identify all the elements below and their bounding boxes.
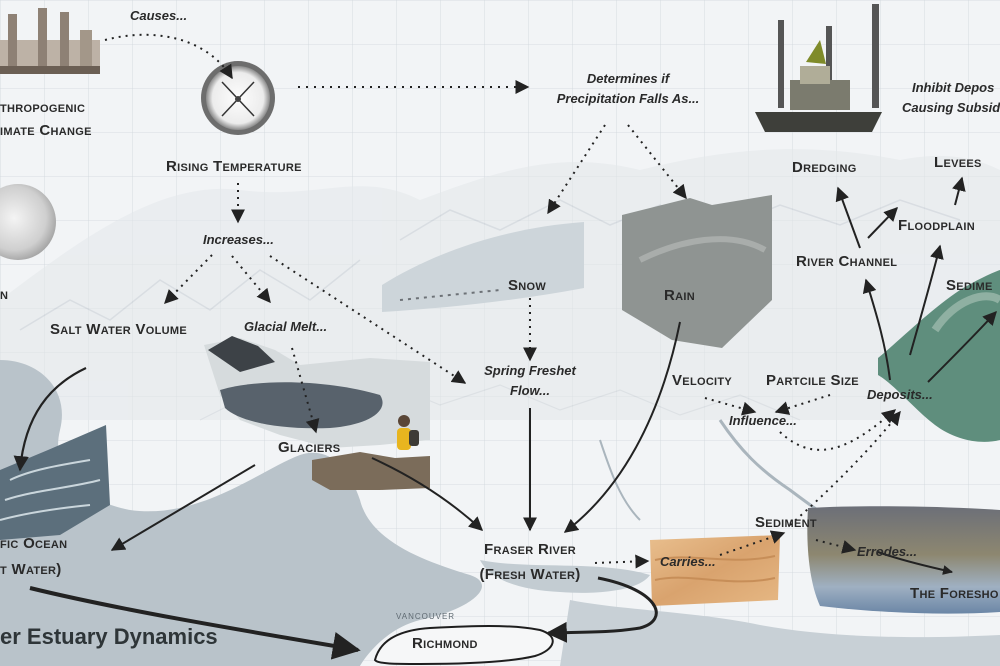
label-velocity: Velocity xyxy=(672,372,733,389)
label-glaciers: Glaciers xyxy=(278,439,341,456)
label-sediment-top: Sedime xyxy=(946,277,993,294)
connector-arrows xyxy=(13,33,997,660)
label-fraser-river-2: (Fresh Water) xyxy=(479,566,581,583)
rain-photo xyxy=(622,195,772,348)
label-richmond: Richmond xyxy=(412,635,478,652)
label-causes: Causes... xyxy=(130,8,188,23)
label-rising-temperature: Rising Temperature xyxy=(166,158,302,175)
label-spring-freshet-2: Flow... xyxy=(510,383,550,398)
sand-photo xyxy=(650,535,780,606)
label-influence: Influence... xyxy=(729,413,797,428)
snow-photo xyxy=(382,222,584,312)
label-rain: Rain xyxy=(664,287,695,304)
label-pacific-ocean-1: fic Ocean xyxy=(0,535,68,552)
label-snow: Snow xyxy=(508,277,547,294)
label-foreshore: The Foresho xyxy=(910,585,999,602)
label-glacial-melt: Glacial Melt... xyxy=(244,319,328,334)
label-inhibit-2: Causing Subsid xyxy=(902,100,1000,115)
map-label-vancouver: VANCOUVER xyxy=(396,612,456,621)
label-pacific-ocean-2: t Water) xyxy=(0,561,62,578)
label-particle-size: Partcile Size xyxy=(766,372,859,389)
hiker-photo xyxy=(312,415,430,490)
moon-image xyxy=(0,184,56,260)
diagram-title: er Estuary Dynamics xyxy=(0,624,218,649)
label-n: n xyxy=(0,286,9,303)
label-errodes: Errodes... xyxy=(857,544,917,559)
label-increases: Increases... xyxy=(203,232,274,247)
dredging-ship-image xyxy=(755,4,882,132)
label-determines-1: Determines if xyxy=(586,71,670,86)
label-dredging: Dredging xyxy=(792,159,857,176)
label-determines-2: Precipitation Falls As... xyxy=(556,91,700,106)
label-river-channel: River Channel xyxy=(796,253,898,270)
factory-illustration xyxy=(0,8,100,74)
glacier-lake-photo xyxy=(204,336,430,448)
label-anthropogenic-1: thropogenic xyxy=(0,99,86,116)
label-levees: Levees xyxy=(934,154,982,171)
label-fraser-river-1: Fraser River xyxy=(484,541,576,558)
label-sediment: Sediment xyxy=(755,514,817,531)
sediment-rock-photo xyxy=(878,270,1000,442)
thermometer-gauge xyxy=(201,61,275,135)
label-salt-water-volume: Salt Water Volume xyxy=(50,321,188,338)
label-carries: Carries... xyxy=(660,554,716,569)
label-inhibit-1: Inhibit Depos xyxy=(912,80,995,95)
label-floodplain: Floodplain xyxy=(898,217,975,234)
ocean-wave-photo xyxy=(0,425,110,540)
label-spring-freshet-1: Spring Freshet xyxy=(484,363,576,378)
label-anthropogenic-2: imate Change xyxy=(0,122,92,139)
label-deposits: Deposits... xyxy=(867,387,933,402)
